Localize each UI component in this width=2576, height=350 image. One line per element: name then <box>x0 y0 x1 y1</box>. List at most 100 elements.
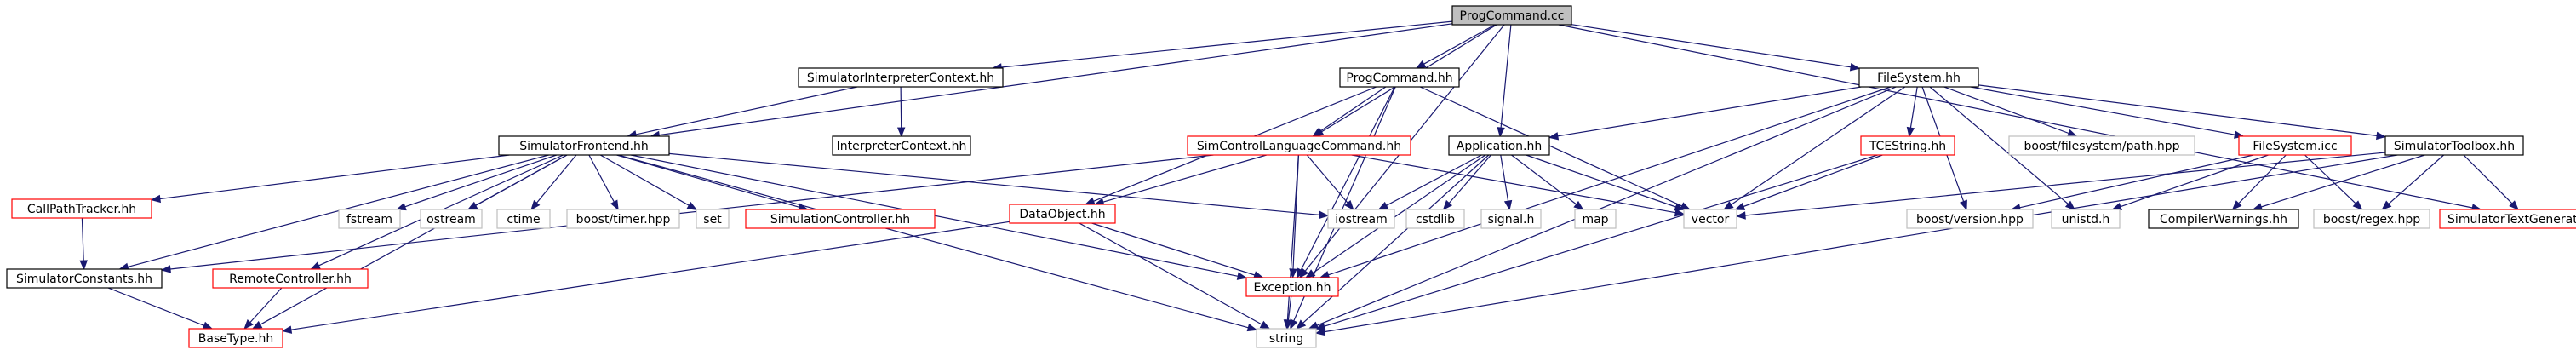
node-simtoolbox[interactable]: SimulatorToolbox.hh <box>2384 135 2524 156</box>
node-label: ostream <box>426 213 476 227</box>
node-box <box>2148 209 2299 229</box>
node-filesystem-hh[interactable]: FileSystem.hh <box>1858 67 1979 88</box>
edge-arrowhead <box>160 265 171 273</box>
edge-progcmd_cc-to-filesystem_hh <box>1571 24 1861 72</box>
node-box <box>1256 328 1317 348</box>
node-box <box>1448 135 1550 156</box>
node-label: boost/timer.hpp <box>576 213 671 227</box>
node-progcmd-hh[interactable]: ProgCommand.hh <box>1339 67 1460 88</box>
edge-progcmd_cc-to-application <box>1497 24 1512 138</box>
edge-filesystem_hh-to-vector <box>1723 86 1906 210</box>
node-box <box>1480 209 1542 229</box>
node-label: ctime <box>507 213 540 227</box>
edge-simfrontend-to-ctime <box>530 154 577 211</box>
edge-application-to-map <box>1511 154 1584 210</box>
edge-simctrl-to-simconstants <box>160 154 1214 273</box>
edge-arrowhead <box>1960 199 1967 211</box>
edge-dataobject-to-exception <box>1091 222 1264 279</box>
node-callpath[interactable]: CallPathTracker.hh <box>11 198 152 219</box>
node-box <box>11 198 152 219</box>
node-label: unistd.h <box>2062 213 2110 227</box>
edge-line <box>1929 86 2069 204</box>
edge-arrowhead <box>281 325 293 334</box>
edge-line <box>1511 154 1577 205</box>
node-basetype[interactable]: BaseType.hh <box>188 328 283 348</box>
node-box <box>338 209 401 229</box>
edge-line <box>1743 154 1883 208</box>
node-box <box>6 268 163 289</box>
node-progcmd-cc[interactable]: ProgCommand.cc <box>1451 5 1572 26</box>
node-simctrl[interactable]: SimControlLanguageCommand.hh <box>1187 135 1411 156</box>
node-simcontroller[interactable]: SimulationController.hh <box>745 209 936 229</box>
node-box <box>1327 209 1395 229</box>
node-box <box>498 135 670 156</box>
edge-arrowhead <box>202 321 214 330</box>
node-label: FileSystem.icc <box>2253 140 2337 153</box>
node-remotectrl[interactable]: RemoteController.hh <box>212 268 369 289</box>
node-iostream: iostream <box>1327 209 1395 229</box>
edge-line <box>1744 152 2386 216</box>
node-label: boost/version.hpp <box>1916 213 2024 227</box>
edge-line <box>1328 86 1892 276</box>
node-simconstants[interactable]: SimulatorConstants.hh <box>6 268 163 289</box>
node-label: string <box>1269 332 1303 346</box>
edge-line <box>2120 154 2269 208</box>
edge-filesystem_icc-to-unistd <box>2111 154 2269 211</box>
node-label: SimulatorToolbox.hh <box>2394 140 2515 153</box>
node-interpctx[interactable]: InterpreterContext.hh <box>832 135 971 156</box>
node-box <box>2238 135 2352 156</box>
node-box <box>1858 67 1979 88</box>
node-box <box>1009 204 1116 224</box>
edge-line <box>1448 154 1491 204</box>
edge-simtoolbox-to-vector <box>1735 152 2386 220</box>
edge-dataobject-to-string <box>1079 222 1271 330</box>
edge-arrowhead <box>1734 202 1746 210</box>
edge-arrowhead <box>1319 210 1330 220</box>
node-dataobject[interactable]: DataObject.hh <box>1009 204 1116 224</box>
node-simtextgen[interactable]: SimulatorTextGenerator.hh <box>2439 209 2576 229</box>
edge-line <box>668 152 1320 215</box>
edge-line <box>635 86 858 135</box>
edge-arrowhead <box>395 203 407 211</box>
edge-progcmd_hh-to-exception <box>1296 86 1395 279</box>
edge-line <box>900 86 902 129</box>
edge-line <box>1419 86 1682 207</box>
edge-filesystem_icc-to-boostregex <box>2304 154 2363 210</box>
node-label: BaseType.hh <box>198 332 273 346</box>
edge-line <box>1324 154 1878 327</box>
edge-line <box>1386 154 1482 206</box>
node-tcestring[interactable]: TCEString.hh <box>1860 135 1955 156</box>
node-label: SimControlLanguageCommand.hh <box>1197 140 1401 153</box>
node-simfrontend[interactable]: SimulatorFrontend.hh <box>498 135 670 156</box>
node-siminterp[interactable]: SimulatorInterpreterContext.hh <box>798 67 1004 88</box>
node-unistd: unistd.h <box>2051 209 2121 229</box>
edge-simctrl-to-vector <box>1351 154 1686 217</box>
edge-line <box>404 154 557 208</box>
node-boostregex: boost/regex.hpp <box>2313 209 2430 229</box>
edge-line <box>1909 86 1918 129</box>
node-filesystem-icc[interactable]: FileSystem.icc <box>2238 135 2352 156</box>
edge-arrowhead <box>1674 208 1686 217</box>
edge-callpath-to-simconstants <box>79 217 88 271</box>
edge-simtoolbox-to-string <box>1314 154 2398 336</box>
node-compilerwarn[interactable]: CompilerWarnings.hh <box>2148 209 2299 229</box>
edge-remotectrl-to-basetype <box>243 287 283 330</box>
node-exception[interactable]: Exception.hh <box>1245 277 1339 297</box>
node-label: signal.h <box>1488 213 1535 227</box>
node-box <box>1574 209 1617 229</box>
edge-arrowhead <box>1296 319 1307 330</box>
edge-tcestring-to-string <box>1314 154 1878 330</box>
edge-siminterp-to-interpctx <box>896 86 906 138</box>
node-application[interactable]: Application.hh <box>1448 135 1550 156</box>
node-box <box>832 135 971 156</box>
edge-filesystem_hh-to-string <box>1308 86 1897 330</box>
edge-simfrontend-to-boosttimer <box>588 154 619 211</box>
node-label: fstream <box>346 213 392 227</box>
node-ostream: ostream <box>420 209 483 229</box>
edge-arrowhead <box>1084 197 1096 205</box>
edge-line <box>2463 154 2513 204</box>
node-box <box>1683 209 1737 229</box>
edge-line <box>1302 154 1490 324</box>
edge-arrowhead <box>150 194 161 204</box>
edge-simfrontend-to-fstream <box>395 154 557 211</box>
